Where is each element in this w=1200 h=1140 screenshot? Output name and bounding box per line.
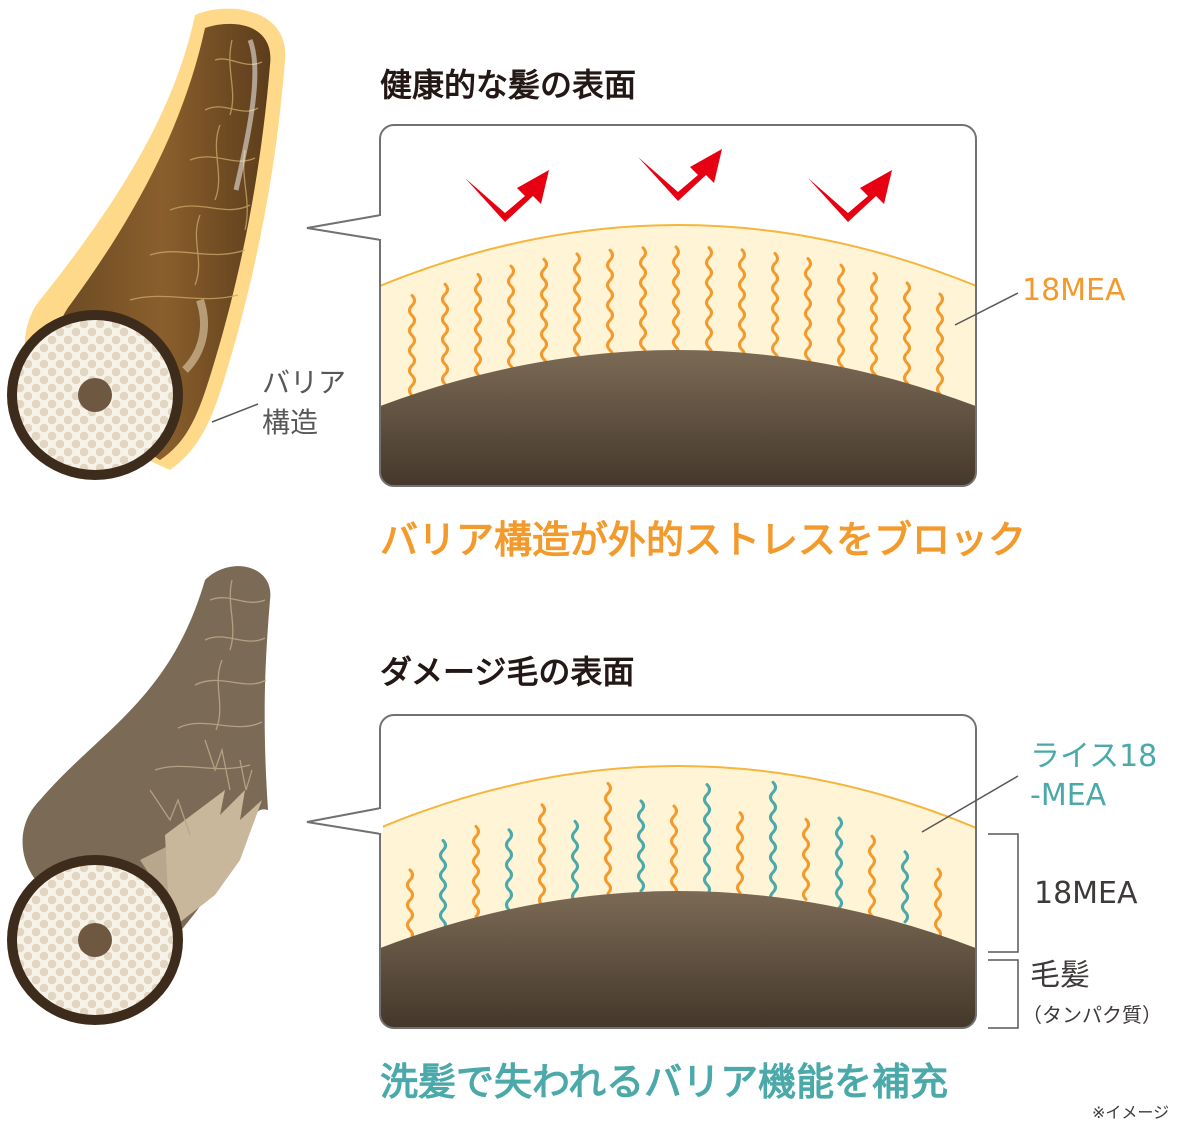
mea-chain [804, 257, 812, 371]
hair-strand-damaged [7, 566, 271, 1025]
rice-mea-label: ライス18 -MEA [921, 739, 1157, 833]
mea-chain [472, 824, 480, 918]
mea-chain [936, 292, 944, 396]
mea-chain [408, 293, 416, 397]
mea-chain [507, 264, 515, 378]
mea-chain [604, 781, 612, 895]
rice-mea-chain [439, 838, 447, 932]
mea-chain [802, 817, 810, 901]
rice-mea-chain [571, 819, 579, 903]
rice-mea-chain [637, 799, 645, 893]
mea-chain [736, 811, 744, 895]
mea-chain [538, 803, 546, 907]
mea-chain [639, 246, 647, 360]
mea-chain [738, 248, 746, 362]
layer-brackets [988, 833, 1019, 1029]
bottom-caption: 洗髪で失われるバリア機能を補充 [380, 1060, 948, 1104]
mea-chain [670, 804, 678, 898]
top-caption: バリア構造が外的ストレスをブロック [380, 518, 1026, 562]
svg-text:-MEA: -MEA [1030, 778, 1107, 813]
bottom-title: ダメージ毛の表面 [380, 653, 634, 691]
reflect-arrow-icon [808, 170, 892, 222]
mea-chain [672, 245, 680, 359]
rice-mea-chain [901, 850, 909, 924]
mea-label-bottom: 18MEA [1034, 876, 1138, 911]
svg-text:18MEA: 18MEA [1022, 273, 1126, 308]
top-callout [306, 124, 977, 487]
reflect-arrow-icon [638, 149, 722, 201]
bottom-callout [306, 714, 977, 1029]
rice-mea-chain [835, 816, 843, 910]
mea-chain [870, 271, 878, 385]
reflect-arrow-icon [465, 170, 549, 222]
mea-chain [441, 282, 449, 396]
mea-chain [903, 281, 911, 395]
svg-text:ライス18: ライス18 [1030, 739, 1157, 774]
hair-strand-healthy [7, 8, 286, 480]
mea-chain [540, 257, 548, 371]
svg-text:構造: 構造 [262, 406, 318, 439]
mea-chain [406, 868, 414, 942]
rice-mea-chain [505, 828, 513, 912]
mea-chain [771, 251, 779, 365]
mea-chain [934, 867, 942, 941]
rice-mea-chain [769, 780, 777, 904]
barrier-label: バリア 構造 [211, 366, 346, 439]
mea-chain [474, 272, 482, 386]
rice-mea-chain [703, 783, 711, 897]
mea-chain [705, 246, 713, 360]
mea-chain [606, 248, 614, 362]
mea-chain [868, 834, 876, 918]
mea-label-top: 18MEA [954, 273, 1126, 326]
protein-label: （タンパク質） [1022, 1003, 1162, 1027]
mea-chain [837, 263, 845, 377]
svg-text:バリア: バリア [262, 366, 346, 399]
image-note: ※イメージ [1092, 1103, 1169, 1122]
mea-chain [573, 252, 581, 366]
top-title: 健康的な髪の表面 [380, 66, 636, 104]
hair-label: 毛髪 [1030, 958, 1090, 993]
